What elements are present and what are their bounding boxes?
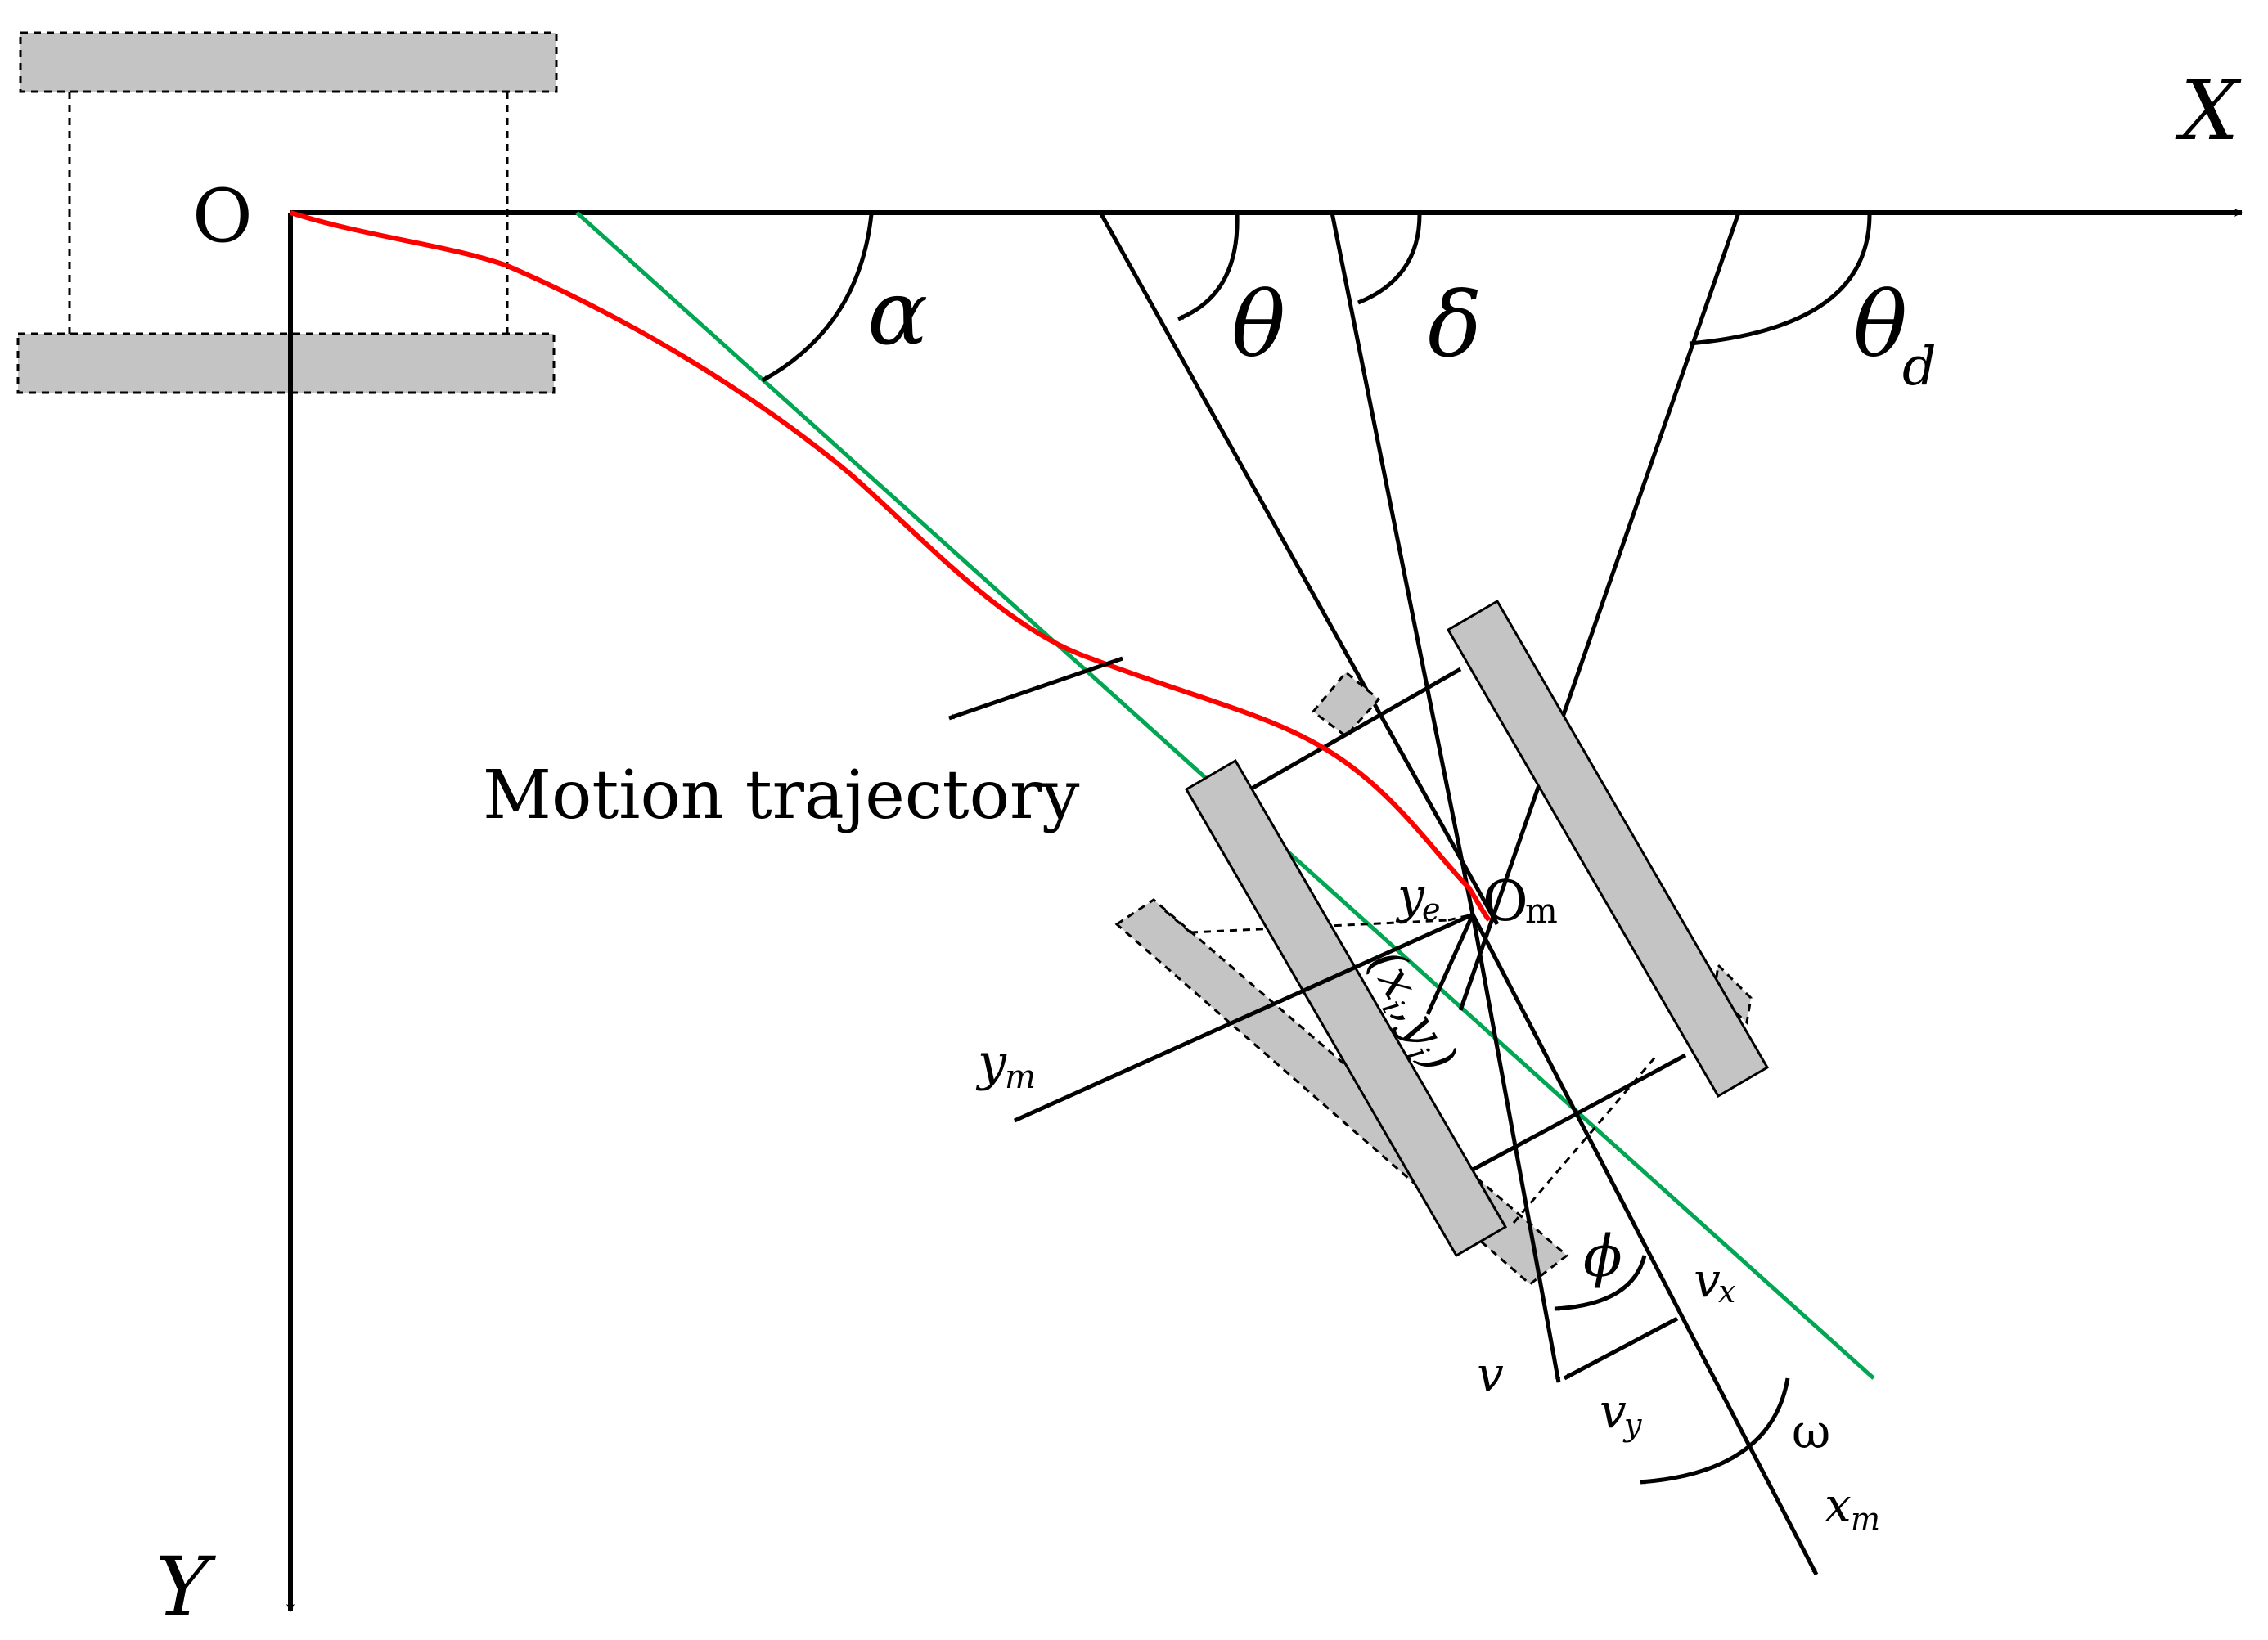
theta-arc [1177,213,1240,321]
dashed-body-edge-4 [1447,913,1474,922]
theta-line [1098,211,1500,926]
dashed-wheel-top [1311,670,1381,739]
ym-axis [1013,912,1474,1123]
theta-d-subscript: d [1902,336,1937,398]
motion-trajectory-curve [290,210,1492,922]
delta-label: δ [1428,272,1482,377]
xm-subscript: m [1851,1501,1880,1537]
point-connector [1425,913,1475,1016]
ye-label: y [1395,868,1425,923]
phi-arc [1554,1255,1647,1312]
y-axis-label: Y [155,1539,216,1635]
v-vector [1470,914,1561,1383]
omega-label: ω [1792,1404,1830,1459]
base-fixture [16,31,558,394]
vx-subscript: x [1718,1274,1735,1310]
v-label: v [1477,1346,1504,1402]
vy-vector [1563,1316,1679,1381]
ym-subscript: m [1005,1058,1036,1096]
xm-label: x [1825,1477,1852,1533]
delta-line [1330,212,1475,915]
vy-subscript: y [1622,1407,1642,1443]
x-axis-label: X [2175,63,2242,159]
ye-subscript: e [1422,892,1441,928]
vx-label: v [1694,1252,1721,1308]
body-edge-top [1249,667,1462,792]
base-wheel-top [19,31,558,93]
phi-label: ϕ [1583,1223,1622,1290]
theta-label: θ [1231,272,1285,377]
theta-d-arc [1689,213,1872,346]
point-label: (xi,yi) [1352,940,1469,1083]
omega-arc [1640,1377,1790,1485]
body-edge-bottom [1471,1053,1687,1172]
origin-label: O [192,173,253,259]
alpha-label: α [867,260,928,365]
dashed-body-edge-1 [1190,919,1449,934]
trajectory-label: Motion trajectory [483,757,1080,834]
dashed-body-edge-3 [1161,906,1191,934]
robot-wheel-left [1184,758,1508,1258]
robot-origin-subscript: m [1525,891,1558,931]
base-wheel-bottom [16,332,556,394]
ym-label: y [975,1032,1007,1092]
trajectory-pointer-arrow [948,656,1123,721]
robot-wheel-right [1446,599,1770,1099]
theta-d-label: θ [1853,272,1907,377]
robot-origin-label: O [1483,869,1528,934]
delta-arc [1357,213,1422,305]
vy-label: v [1600,1383,1627,1439]
point-label-text: (xi,yi) [1352,940,1468,1083]
alpha-arc [761,213,874,383]
xm-axis [1470,913,1819,1576]
robot-body [1184,599,1770,1258]
